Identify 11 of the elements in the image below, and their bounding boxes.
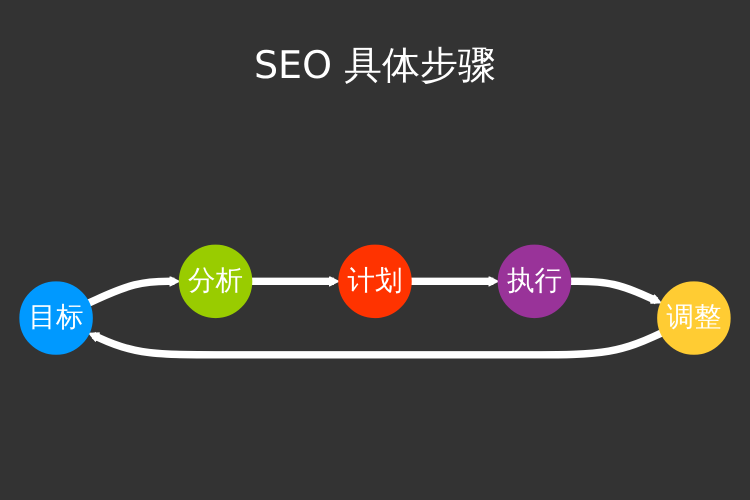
arrow bbox=[252, 276, 340, 287]
arrow bbox=[411, 276, 499, 287]
step-circle: 目标 bbox=[19, 281, 93, 355]
arrow bbox=[87, 276, 180, 306]
step-circle: 调整 bbox=[657, 281, 731, 355]
step-circle: 分析 bbox=[178, 244, 252, 318]
arrow bbox=[570, 278, 662, 304]
diagram-title: SEO 具体步骤 bbox=[254, 42, 496, 89]
arrow bbox=[88, 330, 663, 359]
step-circle: 执行 bbox=[498, 244, 572, 318]
step-circle: 计划 bbox=[338, 244, 412, 318]
